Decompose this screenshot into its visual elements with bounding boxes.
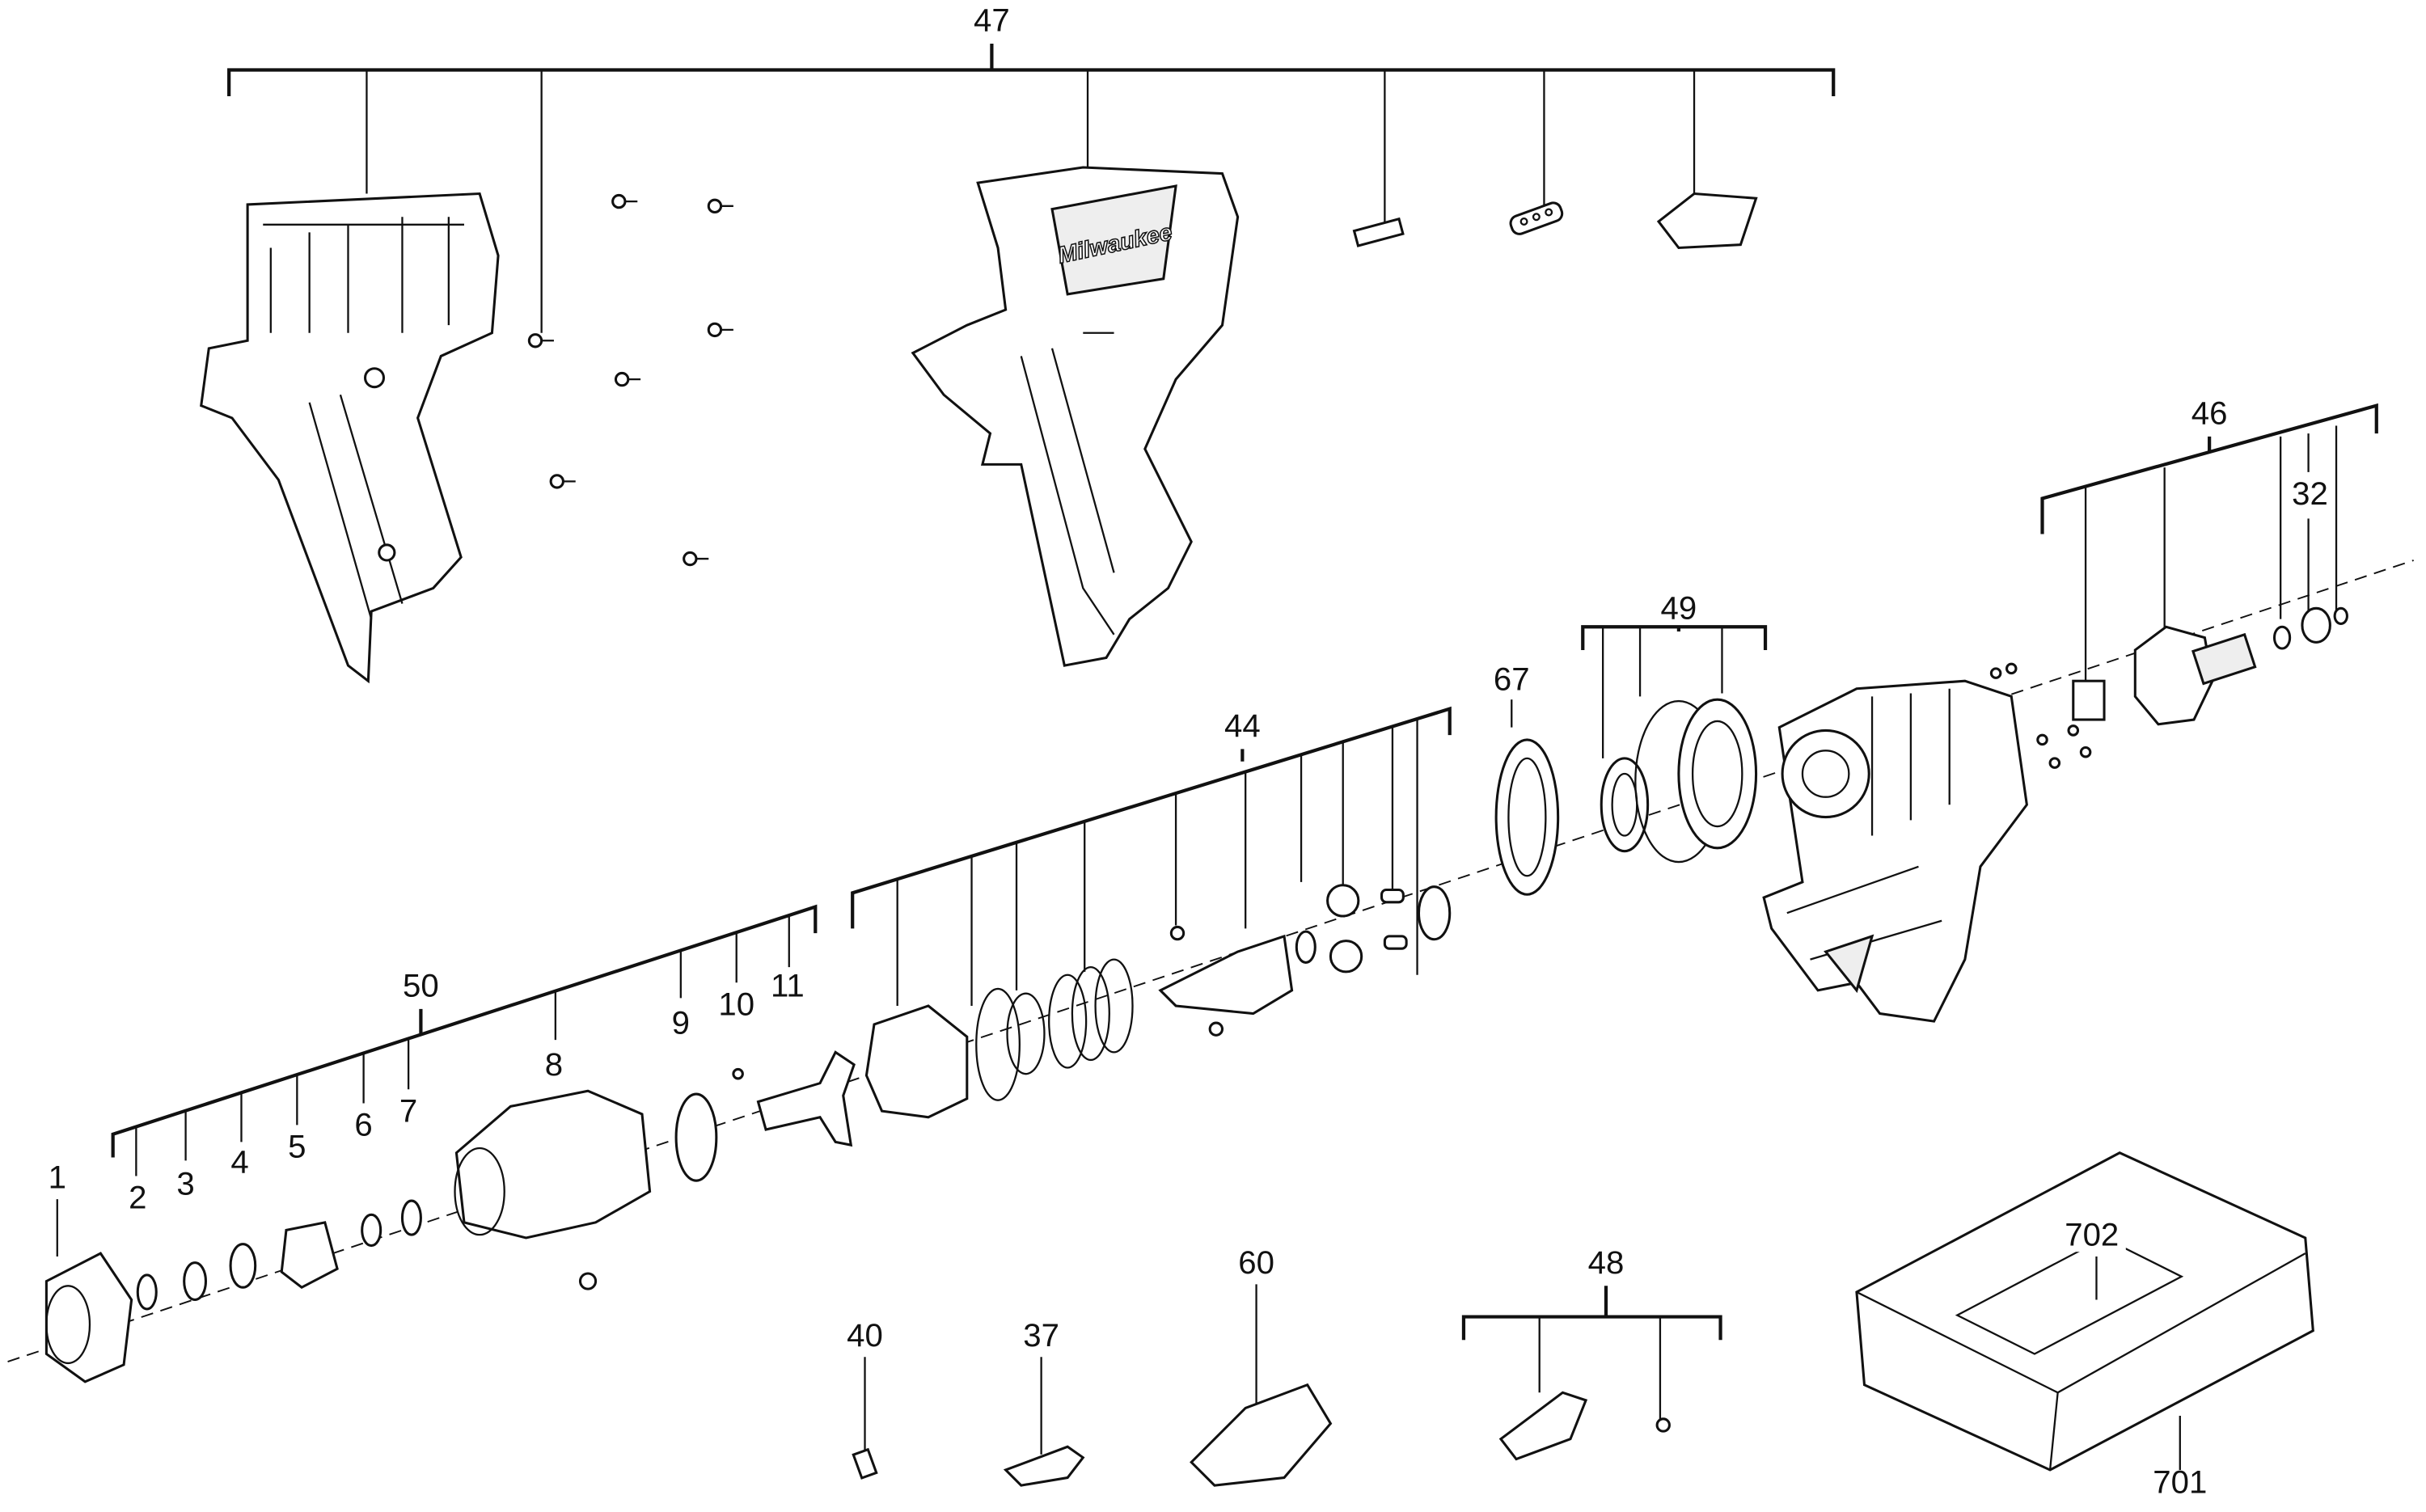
label-44: 44 xyxy=(1224,707,1261,744)
label-1: 1 xyxy=(49,1159,66,1196)
label-8: 8 xyxy=(545,1046,563,1083)
label-50: 50 xyxy=(403,968,439,1004)
callout-49: 49 xyxy=(1581,590,1768,864)
label-10: 10 xyxy=(718,986,754,1022)
label-7: 7 xyxy=(399,1092,417,1129)
label-702-backdrop xyxy=(2060,1216,2126,1252)
label-9: 9 xyxy=(672,1004,690,1041)
label-67: 67 xyxy=(1494,661,1530,698)
motor-assembly xyxy=(1762,662,2092,1023)
label-11: 11 xyxy=(771,968,805,1004)
callout-47: 47 xyxy=(227,2,1836,333)
callout-44: 44 xyxy=(851,706,1452,1119)
label-3: 3 xyxy=(176,1165,194,1202)
label-40: 40 xyxy=(847,1317,883,1354)
label-47: 47 xyxy=(974,2,1010,39)
callout-48: 48 xyxy=(1461,1244,1722,1461)
housing-half-right: Milwaukee xyxy=(911,166,1240,667)
callout-37: 37 xyxy=(1003,1317,1085,1487)
label-32: 32 xyxy=(2292,475,2328,512)
label-6: 6 xyxy=(354,1107,372,1143)
label-702: 702 xyxy=(2065,1217,2119,1253)
callout-40: 40 xyxy=(847,1317,883,1480)
label-2: 2 xyxy=(129,1180,146,1216)
label-5: 5 xyxy=(288,1128,306,1164)
housing-half-left xyxy=(200,192,500,684)
callout-67: 67 xyxy=(1494,661,1560,896)
small-parts-47 xyxy=(1352,192,1758,250)
housing-screws xyxy=(527,193,733,567)
label-37: 37 xyxy=(1023,1317,1059,1354)
label-4: 4 xyxy=(230,1144,248,1180)
callout-50: 50 1 2 3 4 5 6 7 8 9 10 11 xyxy=(44,904,856,1383)
label-60: 60 xyxy=(1238,1244,1274,1281)
label-49: 49 xyxy=(1661,590,1697,627)
label-701: 701 xyxy=(2153,1464,2207,1501)
label-48: 48 xyxy=(1588,1244,1625,1281)
label-46: 46 xyxy=(2191,395,2228,432)
callout-46: 46 32 xyxy=(2040,395,2378,726)
callout-60: 60 xyxy=(1190,1244,1333,1487)
carry-case: 702 701 xyxy=(1855,1151,2314,1501)
